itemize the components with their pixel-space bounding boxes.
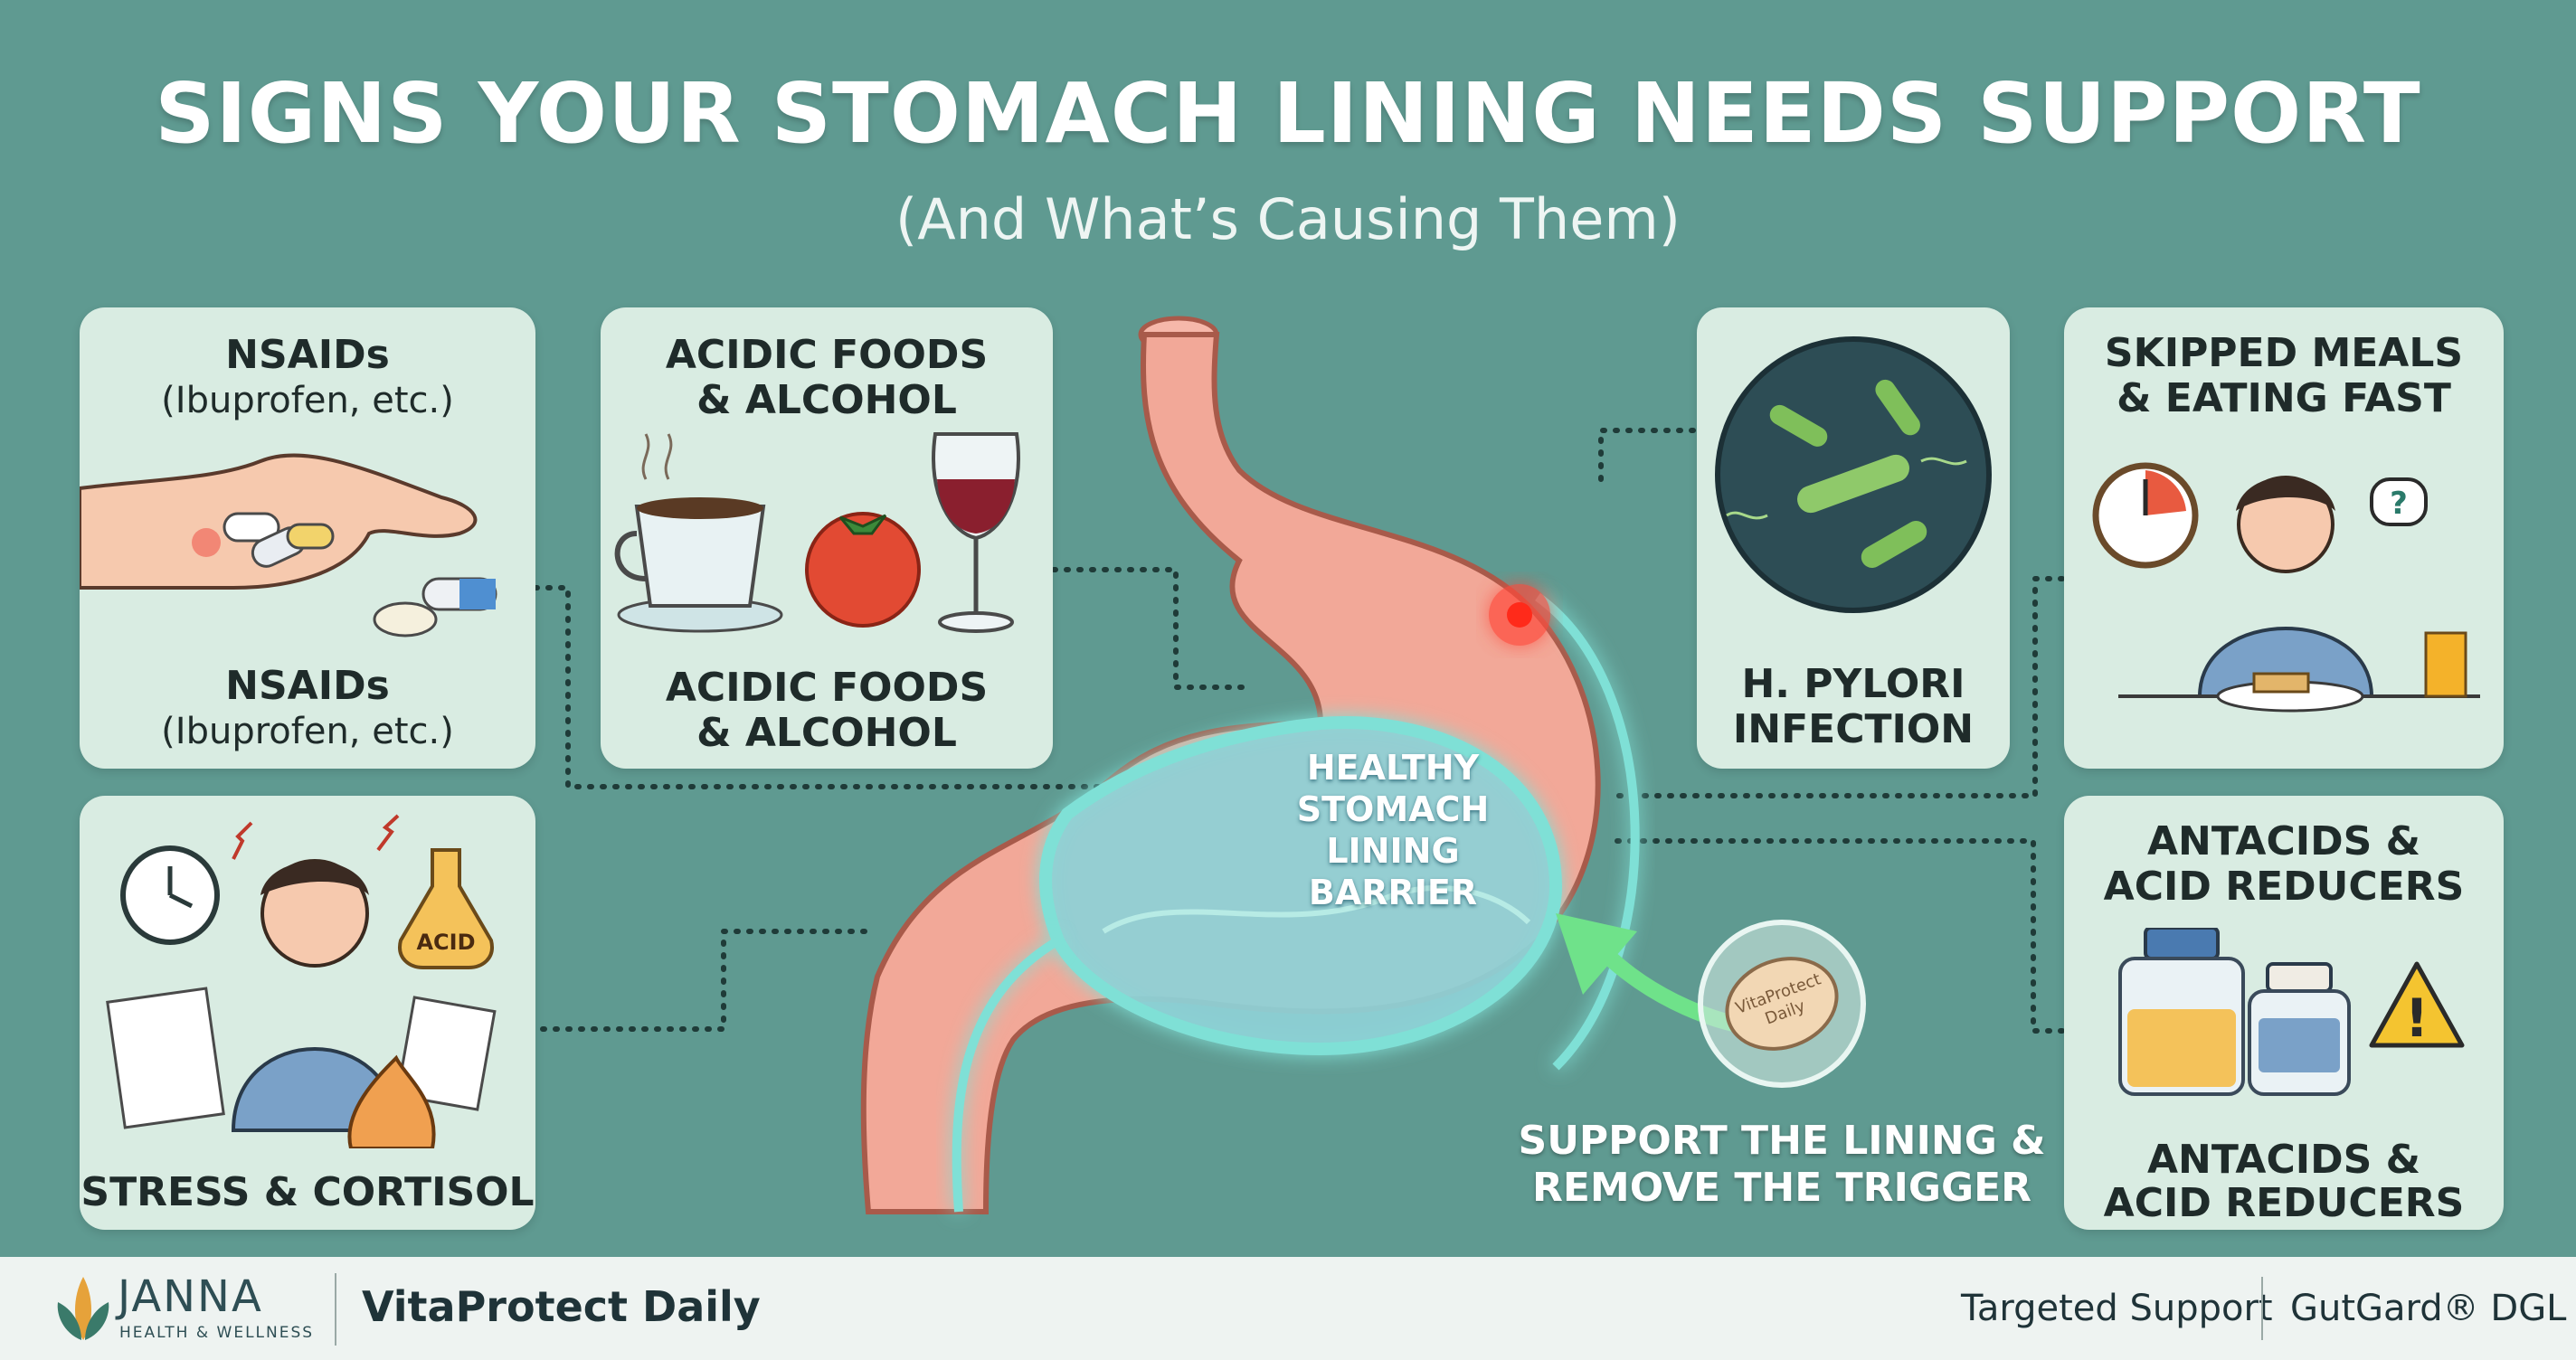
healthy-lining-label: HEALTHY STOMACH LINING BARRIER: [1257, 747, 1529, 913]
bacteria-icon: [1715, 336, 1992, 613]
question-bubble-text: ?: [2390, 486, 2408, 522]
card-nsaids-sub-bottom: (Ibuprofen, etc.): [161, 711, 454, 752]
warning-icon: !: [2405, 987, 2429, 1049]
page-title: SIGNS YOUR STOMACH LINING NEEDS SUPPORT: [155, 65, 2421, 162]
card-acidic-title-bottom-l2: & ALCOHOL: [696, 710, 957, 756]
footer-divider-left: [335, 1273, 336, 1346]
card-nsaids-title-top: NSAIDs: [225, 332, 390, 378]
card-pylori-title-l2: INFECTION: [1732, 706, 1975, 752]
healthy-lining-label-l1: HEALTHY: [1306, 748, 1480, 788]
hand-with-pills-icon: [80, 453, 497, 638]
card-antacids: ANTACIDS & ACID REDUCERS ! ANTACIDS & AC…: [2064, 796, 2504, 1230]
card-skipped-meals: SKIPPED MEALS & EATING FAST ?: [2064, 307, 2504, 769]
product-name: VitaProtect Daily: [362, 1282, 761, 1331]
janna-leaf-logo-icon: [57, 1277, 109, 1340]
vitaprotect-pill-icon: VitaProtect Daily: [1698, 920, 1866, 1088]
card-stress: ACID STRESS & CORTISOL: [80, 796, 535, 1230]
footer-divider-right: [2261, 1277, 2263, 1340]
card-nsaids: NSAIDs (Ibuprofen, etc.) NSAIDs (Ibuprof…: [80, 307, 535, 769]
brand-name: JANNA: [118, 1271, 263, 1322]
medicine-bottles-icon: !: [2118, 928, 2465, 1096]
support-lining-label: SUPPORT THE LINING & REMOVE THE TRIGGER: [1501, 1118, 2062, 1212]
healthy-lining-label-l3: LINING: [1326, 831, 1460, 871]
coffee-tomato-wine-icon: [614, 432, 1020, 633]
card-acidic-title-top-l1: ACIDIC FOODS: [665, 332, 989, 378]
support-label-l2: REMOVE THE TRIGGER: [1531, 1165, 2032, 1211]
page-subtitle: (And What’s Causing Them): [895, 186, 1681, 252]
card-antacids-title-top-l2: ACID REDUCERS: [2103, 864, 2465, 910]
card-nsaids-title-bottom: NSAIDs: [225, 663, 390, 709]
stomach-illustration: [860, 316, 1640, 1214]
flask-acid-label: ACID: [416, 930, 475, 955]
card-antacids-title-top-l1: ANTACIDS &: [2146, 818, 2421, 864]
card-nsaids-sub-top: (Ibuprofen, etc.): [161, 380, 454, 421]
card-h-pylori: H. PYLORI INFECTION: [1697, 307, 2010, 769]
brand-tagline: HEALTH & WELLNESS: [119, 1324, 315, 1342]
healthy-lining-label-l4: BARRIER: [1308, 873, 1478, 912]
card-pylori-title-l1: H. PYLORI: [1741, 661, 1965, 707]
targeted-support-text: Targeted Support: [1961, 1288, 2273, 1329]
card-stress-title: STRESS & CORTISOL: [80, 1169, 535, 1215]
support-label-l1: SUPPORT THE LINING &: [1518, 1118, 2046, 1164]
footer-bar: [0, 1257, 2576, 1360]
eating-fast-icon: ?: [2092, 462, 2480, 713]
card-acidic-title-top-l2: & ALCOHOL: [696, 377, 957, 423]
card-acidic-title-bottom-l1: ACIDIC FOODS: [665, 665, 989, 711]
card-antacids-title-bottom-l2: ACID REDUCERS: [2103, 1180, 2465, 1226]
card-meals-title-l1: SKIPPED MEALS: [2104, 330, 2464, 376]
stressed-person-icon: ACID: [106, 814, 497, 1148]
card-antacids-title-bottom-l1: ANTACIDS &: [2146, 1137, 2421, 1183]
healthy-lining-label-l2: STOMACH: [1296, 789, 1490, 829]
gutgard-dgl-text: GutGard® DGL: [2290, 1288, 2567, 1329]
card-meals-title-l2: & EATING FAST: [2117, 375, 2451, 421]
card-acidic-foods: ACIDIC FOODS & ALCOHOL ACIDIC FOODS & AL…: [601, 307, 1053, 769]
